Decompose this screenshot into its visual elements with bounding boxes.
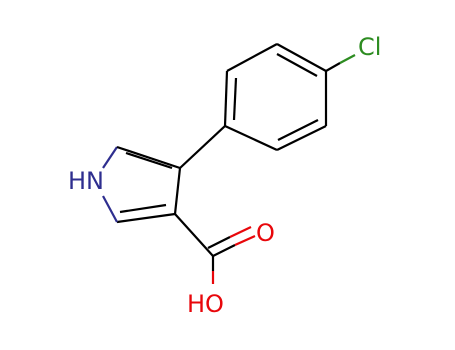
bond-c2-c3-inner	[125, 151, 173, 170]
bond-co-double-a	[212, 244, 236, 257]
phenyl-ring	[223, 43, 328, 151]
bond-c3-c4	[173, 167, 182, 215]
bond-c-cl-green	[339, 54, 356, 64]
bond-ph-2-inner	[277, 119, 319, 141]
bond-ph-2	[276, 125, 327, 151]
bond-co-double-a-red	[234, 234, 256, 247]
pyrrole-ring	[102, 145, 182, 224]
carbonyl-oxygen-label: O	[256, 219, 275, 247]
bond-c4-c5	[116, 212, 176, 224]
bond-ph-5	[226, 43, 278, 72]
bond-co-double-b-red	[229, 226, 252, 238]
nh-atom-label: HN	[68, 167, 104, 195]
bond-c-cl-black	[325, 62, 341, 72]
chlorine-atom-label: Cl	[358, 33, 381, 61]
bond-c4-cooh	[174, 213, 214, 257]
bond-c4-c5-inner	[119, 203, 167, 214]
bond-ph-6-inner	[232, 77, 238, 121]
bond-co-double-b	[207, 236, 231, 249]
bond-ph-1	[224, 125, 278, 151]
bond-pyrrole-phenyl	[179, 125, 226, 169]
bond-ph-4-inner	[276, 53, 318, 77]
bond-ph-6	[223, 70, 229, 127]
bond-c2-c3	[116, 145, 181, 170]
bond-ph-4	[276, 43, 327, 72]
hydroxyl-label: HO	[187, 290, 224, 318]
bond-n-c2	[102, 146, 118, 169]
bond-c5-n	[102, 195, 118, 223]
